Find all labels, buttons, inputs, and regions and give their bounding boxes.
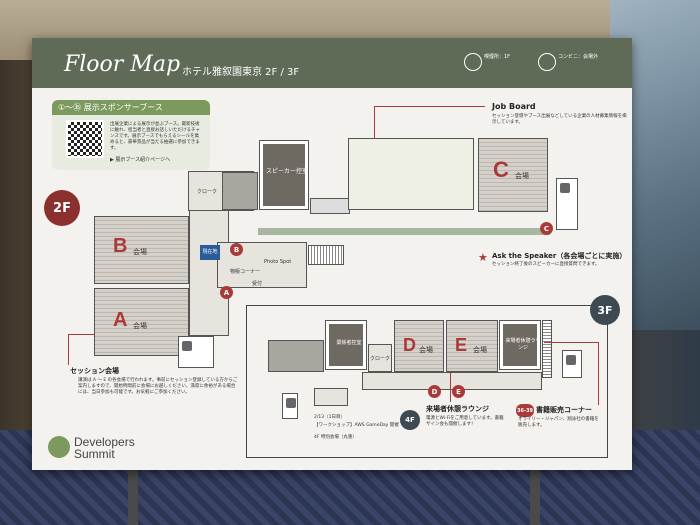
staff-room: 関係者控室 <box>325 320 367 370</box>
job-board-title: Job Board <box>492 102 536 111</box>
speaker-room: スピーカー控室 <box>259 140 309 210</box>
speaker-room-label: スピーカー控室 <box>265 168 308 175</box>
hall-a: A 会場 <box>94 288 189 356</box>
floor-badge-3f: 3F <box>590 295 620 325</box>
restroom-icon <box>562 350 582 378</box>
current-location-label: 現在地 <box>202 249 218 255</box>
photo-spot-label: Photo Spot <box>264 259 292 265</box>
ask-the-speaker-pin: D <box>428 385 441 398</box>
books-number: 36-39 <box>516 404 534 417</box>
developers-summit-logo-icon <box>48 436 70 458</box>
hall-a-letter: A <box>113 309 128 331</box>
job-board-leader <box>374 106 485 139</box>
floor-badge-2f: 2F <box>44 190 80 226</box>
workshop-venue: 4F 特別会場（丸重） <box>314 435 357 440</box>
hall-a-word: 会場 <box>133 322 147 330</box>
hall-c-word: 会場 <box>515 172 529 180</box>
ask-the-speaker-pin: A <box>220 286 233 299</box>
cloak-3f-label: クローク <box>370 356 391 362</box>
reception-label: 受付 <box>252 281 263 287</box>
floor-map-board: Floor Map ホテル雅叙園東京 2F / 3F 喫煙所：1F コンビニ：会… <box>32 38 632 470</box>
header-note-store: コンビニ：会場外 <box>558 54 599 60</box>
books-title: 書籍販売コーナー <box>536 406 592 414</box>
session-leader <box>68 334 95 365</box>
sponsor-title: ①～㉟ 展示スポンサーブース <box>52 100 210 115</box>
board-header: Floor Map ホテル雅叙園東京 2F / 3F 喫煙所：1F コンビニ：会… <box>32 38 632 88</box>
staff-room-label: 関係者控室 <box>336 340 362 346</box>
books-leader <box>544 342 599 405</box>
logo-line1: Developers <box>74 435 135 449</box>
speaker-lounge-label: 来場者休憩ラウンジ <box>505 338 541 351</box>
session-text: 講演は A ～ E の各会場で行われます。事前にセッション登録している方からご案… <box>78 378 238 395</box>
lounge-title: 来場者休憩ラウンジ <box>426 405 489 413</box>
workshop-title: 【ワークショップ】AWS GameDay 開催 <box>314 423 399 428</box>
hallway-2f <box>310 198 350 214</box>
sponsor-description: 出展企業による展示が並ぶブース。最新技術に触れ、担当者と直接お話しいただけるチャ… <box>110 122 200 151</box>
hall-c-letter: C <box>493 157 509 182</box>
lounge-leader <box>450 372 452 402</box>
restroom-icon <box>282 393 298 419</box>
hall-e-word: 会場 <box>473 346 487 354</box>
sponsor-panel: ①～㉟ 展示スポンサーブース 出展企業による展示が並ぶブース。最新技術に触れ、担… <box>52 100 210 170</box>
hall-e-letter: E <box>455 335 468 355</box>
hall-d: D 会場 <box>394 320 444 372</box>
lounge-text: 電源とWi-Fiをご用意しています。書籍サイン会も開催します！ <box>426 416 504 427</box>
header-note-smoking: 喫煙所：1F <box>484 54 511 60</box>
hall-b-letter: B <box>113 235 128 257</box>
hall-c: C 会場 <box>478 138 548 212</box>
qr-code <box>66 120 104 158</box>
elevator-hall <box>314 388 348 406</box>
board-title: Floor Map <box>64 52 181 77</box>
sponsor-link: ▶ 展示ブース紹介ページへ <box>110 157 171 163</box>
ask-the-speaker-pin: E <box>452 385 465 398</box>
stand-leg-right <box>530 460 540 525</box>
ask-the-speaker-pin: C <box>540 222 553 235</box>
stairs-3f <box>542 320 552 378</box>
session-title: セッション会場 <box>70 367 119 375</box>
job-board-text: セッション登壇やブース出展などしている企業の人材募集情報を掲示しています。 <box>492 114 627 125</box>
corridor-3f <box>268 340 324 372</box>
board-subtitle: ホテル雅叙園東京 2F / 3F <box>182 67 300 78</box>
floor-3f-area <box>246 305 608 458</box>
water-icon <box>464 53 482 71</box>
ask-the-speaker-pin: B <box>230 243 243 256</box>
current-location-badge: 現在地 <box>200 245 220 260</box>
hall-d-word: 会場 <box>419 346 433 354</box>
stairs-2f <box>308 245 344 265</box>
workshop-date: 2/13（1日目） <box>314 415 345 420</box>
restroom-icon <box>178 336 214 368</box>
store-icon <box>538 53 556 71</box>
sponsor-corridor <box>258 228 550 235</box>
hall-e: E 会場 <box>446 320 498 372</box>
job-board-area <box>348 138 474 210</box>
stand-leg-left <box>128 460 138 525</box>
ask-speaker-text: セッション終了後のスピーカーに直接質問できます。 <box>492 262 600 267</box>
registration-corner-label: 物販コーナー <box>230 269 261 275</box>
ask-speaker-title: Ask the Speaker（各会場ごとに実施） <box>492 252 627 260</box>
hall-b-word: 会場 <box>133 248 147 256</box>
hall-b: B 会場 <box>94 216 189 284</box>
cloak-label: クローク <box>197 189 218 195</box>
cloak-3f: クローク <box>368 344 392 372</box>
hall-d-letter: D <box>403 335 416 355</box>
floor-badge-4f: 4F <box>400 410 420 430</box>
corridor-block <box>222 172 258 210</box>
speaker-lounge: 来場者休憩ラウンジ <box>499 320 541 370</box>
star-icon: ★ <box>478 251 488 264</box>
books-text: オライリー・ジャパン、翔泳社の書籍を販売します。 <box>518 417 599 428</box>
restroom-icon <box>556 178 578 230</box>
logo-line2: Summit <box>74 447 115 461</box>
